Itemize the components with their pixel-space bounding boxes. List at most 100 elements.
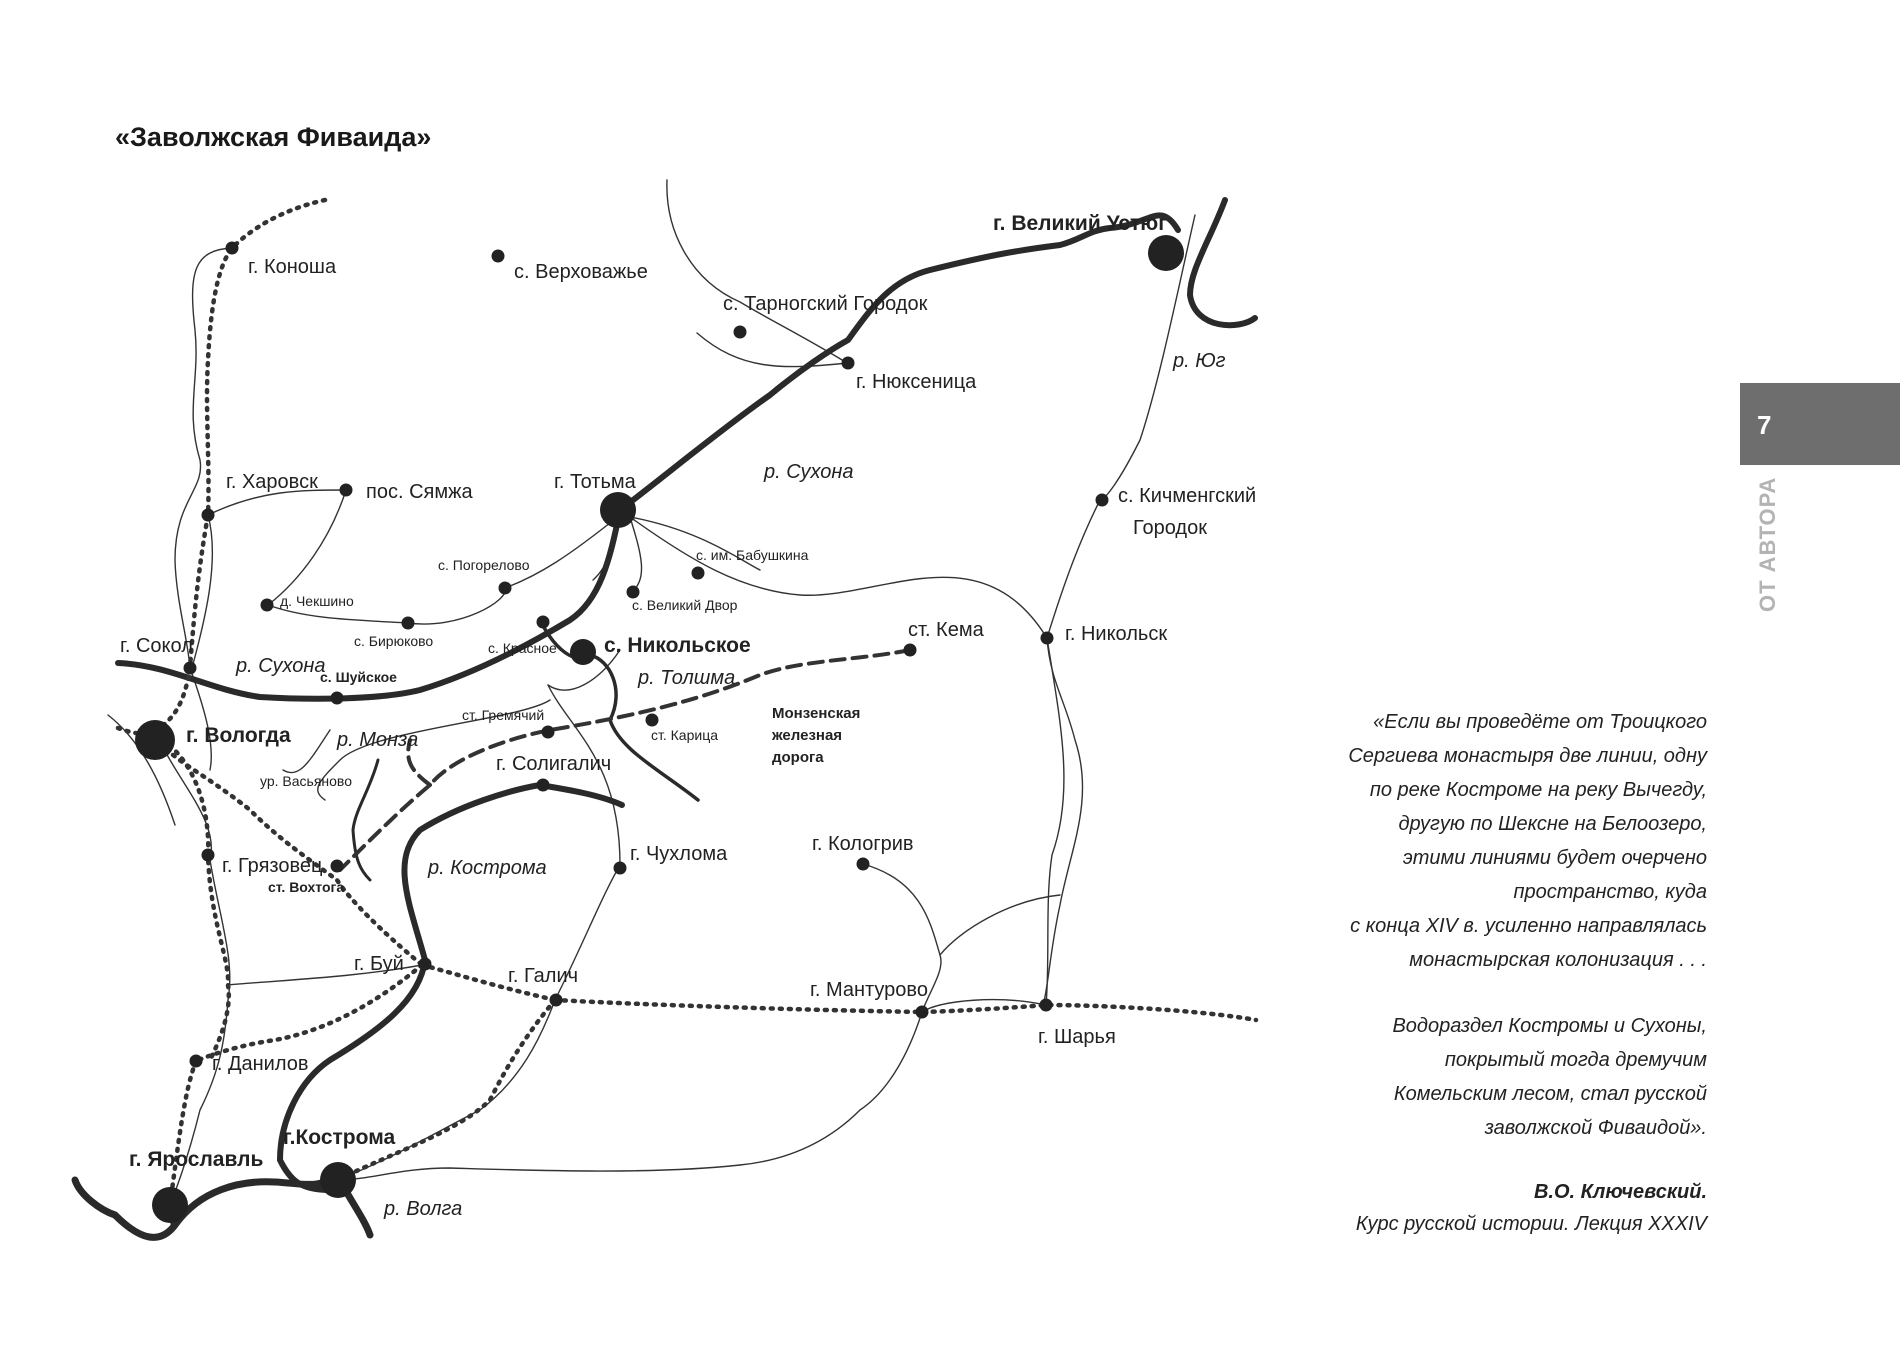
- label-krasnoe: с. Красное: [488, 640, 557, 656]
- road: [504, 514, 621, 589]
- quote-line: Сергиева монастыря две линии, одну: [1348, 745, 1707, 767]
- town-kologriv: [856, 857, 870, 871]
- town-chekshino: [260, 598, 274, 612]
- label-galich: г. Галич: [508, 965, 578, 987]
- town-veldvor: [626, 585, 640, 599]
- label-vasyanovo: ур. Васьяново: [260, 773, 352, 789]
- label-sharya: г. Шарья: [1038, 1026, 1116, 1048]
- label-kologriv: г. Кологрив: [812, 833, 914, 855]
- label-kostroma-river: р. Кострома: [427, 857, 547, 879]
- quote-author: В.О. Ключевский.: [1533, 1181, 1707, 1203]
- city-ustyug: [1148, 235, 1184, 271]
- river-kostroma-upper: [537, 782, 625, 808]
- town-pogorelovo: [498, 581, 512, 595]
- label-monza-rail-3: дорога: [772, 749, 824, 766]
- road: [629, 516, 1048, 639]
- label-kostroma: г.Кострома: [283, 1126, 395, 1149]
- town-vokhtoga: [330, 859, 344, 873]
- label-danilov: г. Данилов: [212, 1053, 309, 1075]
- quote-line: покрытый тогда дремучим: [1444, 1049, 1707, 1071]
- town-gryazovets: [201, 848, 215, 862]
- town-nikolsk: [1040, 631, 1054, 645]
- railway: [152, 732, 425, 968]
- label-syamzha: пос. Сямжа: [366, 481, 473, 503]
- road: [629, 516, 643, 594]
- label-konosha: г. Коноша: [248, 256, 337, 278]
- railway: [167, 1058, 199, 1208]
- label-kema: ст. Кема: [908, 619, 985, 641]
- quote: «Если вы проведёте от Троицкого Сергиева…: [1067, 705, 1707, 1145]
- label-veldvor: с. Великий Двор: [632, 597, 738, 613]
- road: [862, 863, 942, 1013]
- label-chukhloma: г. Чухлома: [630, 843, 728, 865]
- label-nikolsk: г. Никольск: [1065, 623, 1167, 645]
- label-nyuksenitsa: г. Нюксеница: [856, 371, 977, 393]
- label-manturovo: г. Мантурово: [810, 979, 928, 1001]
- town-danilov: [189, 1054, 203, 1068]
- rivers: [71, 197, 1258, 1241]
- road: [336, 1164, 741, 1181]
- label-shuyskoe: с. Шуйское: [320, 669, 397, 685]
- city-vologda: [135, 720, 175, 760]
- town-verkhovazhye: [491, 249, 505, 263]
- railway: [419, 962, 558, 1003]
- label-monza-rail-2: железная: [771, 727, 842, 744]
- road: [336, 999, 556, 1181]
- city-nikolskoe: [570, 639, 596, 665]
- river-volga-left: [71, 1176, 119, 1219]
- label-tolshma: р. Толшма: [637, 667, 735, 689]
- label-gremyachiy: ст. Гремячий: [462, 707, 544, 723]
- label-buy: г. Буй: [354, 953, 404, 975]
- label-chekshino: д. Чекшино: [280, 593, 354, 609]
- road: [1042, 637, 1084, 1006]
- label-soligalich: г. Солигалич: [496, 753, 611, 775]
- town-manturovo: [915, 1005, 929, 1019]
- river-kostroma: [277, 782, 543, 1193]
- city-kostroma: [320, 1162, 356, 1198]
- road: [554, 864, 621, 1001]
- label-sukhona2: р. Сухона: [235, 655, 325, 677]
- label-totma: г. Тотьма: [554, 471, 637, 493]
- town-krasnoe: [536, 615, 550, 629]
- road: [921, 999, 1047, 1013]
- road: [107, 714, 176, 826]
- road: [696, 332, 848, 368]
- label-karitsa: ст. Карица: [651, 727, 718, 743]
- road: [666, 179, 848, 364]
- river-sukhona: [115, 212, 1181, 702]
- label-verkhovazhye: с. Верховажье: [514, 261, 648, 283]
- town-biryakovo: [401, 616, 415, 630]
- road: [227, 964, 423, 986]
- road: [317, 699, 551, 801]
- town-babushkina: [691, 566, 705, 580]
- label-vologda: г. Вологда: [186, 724, 291, 747]
- map-labels: г. Коноша с. Верховажье с. Тарногский Го…: [120, 212, 1256, 1220]
- quote-source: Курс русской истории. Лекция XXXIV: [1355, 1213, 1707, 1235]
- town-shuyskoe: [330, 691, 344, 705]
- road: [547, 649, 621, 691]
- town-chukhloma: [613, 861, 627, 875]
- railway: [152, 732, 232, 1063]
- label-nikolskoe: с. Никольское: [604, 634, 751, 657]
- quote-line: с конца XIV в. усиленно направлялась: [1350, 915, 1707, 937]
- town-sokol: [183, 661, 197, 675]
- quote-line: «Если вы проведёте от Троицкого: [1373, 711, 1707, 733]
- road: [154, 729, 231, 1001]
- quote-line: другую по Шексне на Белоозеро,: [1398, 813, 1707, 835]
- label-pogorelovo: с. Погорелово: [438, 557, 530, 573]
- city-totma: [600, 492, 636, 528]
- quote-line: монастырская колонизация . . .: [1409, 949, 1707, 971]
- label-sukhona1: р. Сухона: [763, 461, 853, 483]
- label-kharovsk: г. Харовск: [226, 471, 318, 493]
- road: [267, 489, 347, 606]
- road: [207, 489, 347, 516]
- road: [169, 999, 229, 1206]
- page-number: 7: [1757, 410, 1772, 440]
- river-monza: [351, 758, 380, 882]
- settlements: [135, 235, 1184, 1223]
- town-galich: [549, 993, 563, 1007]
- label-tarnog: с. Тарногский Городок: [723, 293, 928, 315]
- quote-line: пространство, куда: [1513, 881, 1707, 903]
- railway: [406, 738, 432, 787]
- town-gremyachiy: [541, 725, 555, 739]
